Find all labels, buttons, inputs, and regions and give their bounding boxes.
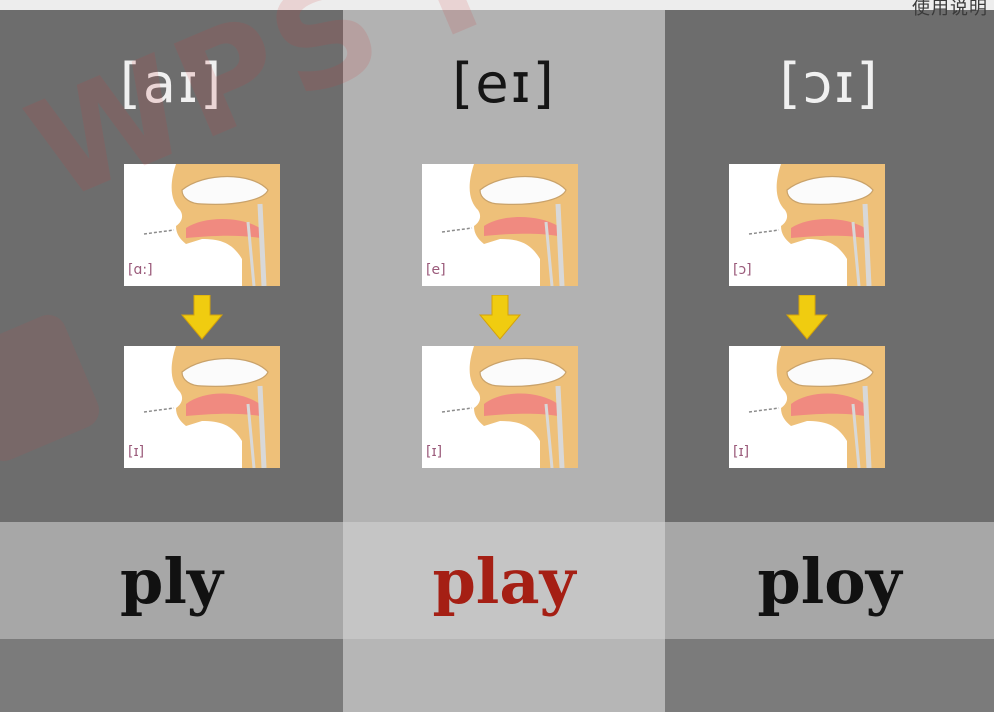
word-band: [0, 522, 343, 639]
bottom-strip: [665, 639, 994, 712]
diagram-label-start: [ɔ]: [733, 262, 752, 278]
word-band: [665, 522, 994, 639]
mouth-diagram-start: [ɔ]: [729, 164, 885, 286]
arrow-down-icon: [785, 294, 829, 341]
top-strip: [665, 0, 994, 10]
diagram-label-end: [ɪ]: [128, 444, 144, 460]
mouth-diagram-start: [ɑ:]: [124, 164, 280, 286]
mouth-diagram-start: [e]: [422, 164, 578, 286]
column-ai: [aɪ] [ɑ:]: [0, 0, 343, 712]
example-word: ply: [120, 545, 223, 618]
bottom-strip: [343, 639, 665, 712]
arrow-down-icon: [180, 294, 224, 341]
example-word: play: [432, 545, 576, 618]
mouth-diagram-end: [ɪ]: [422, 346, 578, 468]
example-word: ploy: [757, 545, 902, 618]
top-strip: [343, 0, 665, 10]
corner-text: 使用说明: [912, 0, 988, 19]
diagram-label-start: [ɑ:]: [128, 262, 153, 278]
ipa-symbol: [eɪ]: [452, 52, 556, 115]
mouth-diagram-end: [ɪ]: [124, 346, 280, 468]
bottom-strip: [0, 639, 343, 712]
ipa-symbol: [aɪ]: [119, 52, 224, 115]
mouth-diagram-end: [ɪ]: [729, 346, 885, 468]
top-strip: [0, 0, 343, 10]
column-oi: [ɔɪ] [ɔ]: [665, 0, 994, 712]
diagram-label-end: [ɪ]: [733, 444, 749, 460]
word-band: [343, 522, 665, 639]
column-ei: [eɪ] [e]: [343, 0, 665, 712]
diagram-label-end: [ɪ]: [426, 444, 442, 460]
arrow-down-icon: [478, 294, 522, 341]
ipa-symbol: [ɔɪ]: [779, 52, 880, 115]
diagram-label-start: [e]: [426, 262, 446, 278]
